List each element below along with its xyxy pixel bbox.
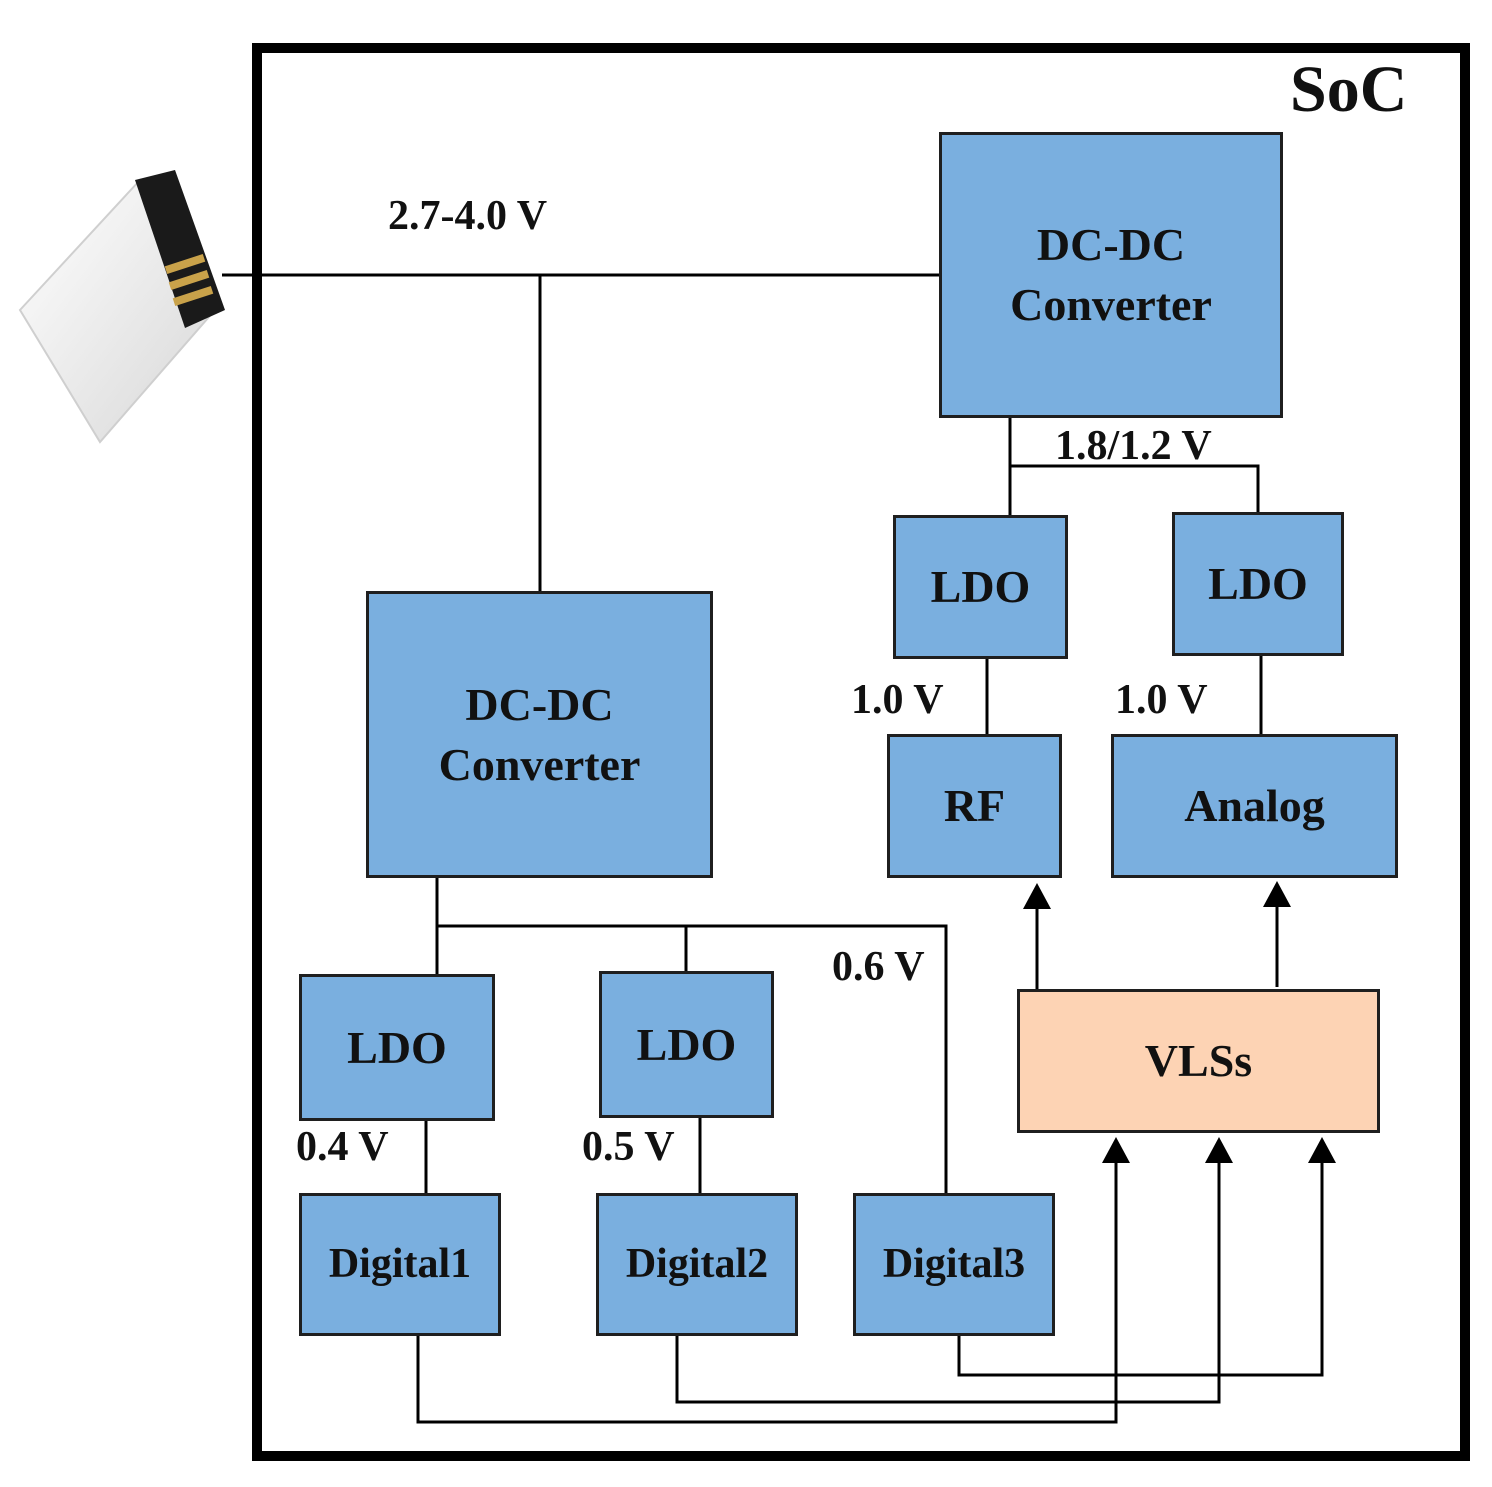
rf-label: RF	[943, 780, 1006, 832]
dcdc-top-to-analog-ldo-wire	[1010, 464, 1260, 513]
dcdc-converter-left-label: DC-DC Converter	[438, 678, 641, 790]
soc-boundary	[252, 43, 1470, 1461]
digital1-label: Digital1	[328, 1241, 472, 1288]
rf-block: RF	[887, 734, 1062, 878]
arrow-to-analog	[1263, 881, 1291, 907]
digital3-voltage-label: 0.6 V	[832, 944, 925, 990]
digital1-to-vls-wire	[416, 1160, 1118, 1424]
top-dcdc-voltage-label: 1.8/1.2 V	[1055, 423, 1212, 469]
ldo-rf-label: LDO	[930, 561, 1031, 613]
digital2-block: Digital2	[596, 1193, 798, 1336]
vlss-block: VLSs	[1017, 989, 1380, 1133]
digital3-to-vls-wire	[957, 1160, 1324, 1377]
analog-label: Analog	[1184, 780, 1325, 832]
rf-ldo-voltage-label: 1.0 V	[851, 677, 944, 723]
arrow-to-rf	[1023, 883, 1051, 909]
soc-label: SoC	[1290, 53, 1408, 126]
digital2-voltage-label: 0.5 V	[582, 1124, 675, 1170]
ldo-analog-block: LDO	[1172, 512, 1344, 656]
analog-ldo-voltage-label: 1.0 V	[1115, 677, 1208, 723]
arrow-digital3-to-vls	[1308, 1137, 1336, 1163]
dcdc-converter-top-label: DC-DC Converter	[1010, 219, 1212, 330]
ldo-rf-block: LDO	[893, 515, 1068, 659]
digital3-label: Digital3	[882, 1241, 1026, 1288]
ldo-analog-label: LDO	[1208, 558, 1308, 610]
digital3-block: Digital3	[853, 1193, 1055, 1336]
analog-block: Analog	[1111, 734, 1398, 878]
digital1-block: Digital1	[299, 1193, 501, 1336]
digital2-to-vls-wire	[675, 1160, 1221, 1404]
dcdc-converter-top: DC-DC Converter	[939, 132, 1283, 418]
dcdc-converter-left: DC-DC Converter	[366, 591, 713, 878]
arrow-digital2-to-vls	[1205, 1137, 1233, 1163]
ldo-digital1-label: LDO	[347, 1021, 447, 1073]
ldo-digital1-block: LDO	[299, 974, 495, 1121]
digital2-label: Digital2	[625, 1241, 769, 1288]
digital-rail-wire	[437, 924, 948, 1194]
vlss-label: VLSs	[1144, 1035, 1253, 1087]
arrow-digital1-to-vls	[1102, 1137, 1130, 1163]
digital1-voltage-label: 0.4 V	[296, 1124, 389, 1170]
ldo-digital2-label: LDO	[636, 1018, 737, 1070]
battery-icon	[18, 170, 225, 444]
supply-voltage-label: 2.7-4.0 V	[388, 193, 548, 239]
ldo-digital2-block: LDO	[599, 971, 774, 1118]
